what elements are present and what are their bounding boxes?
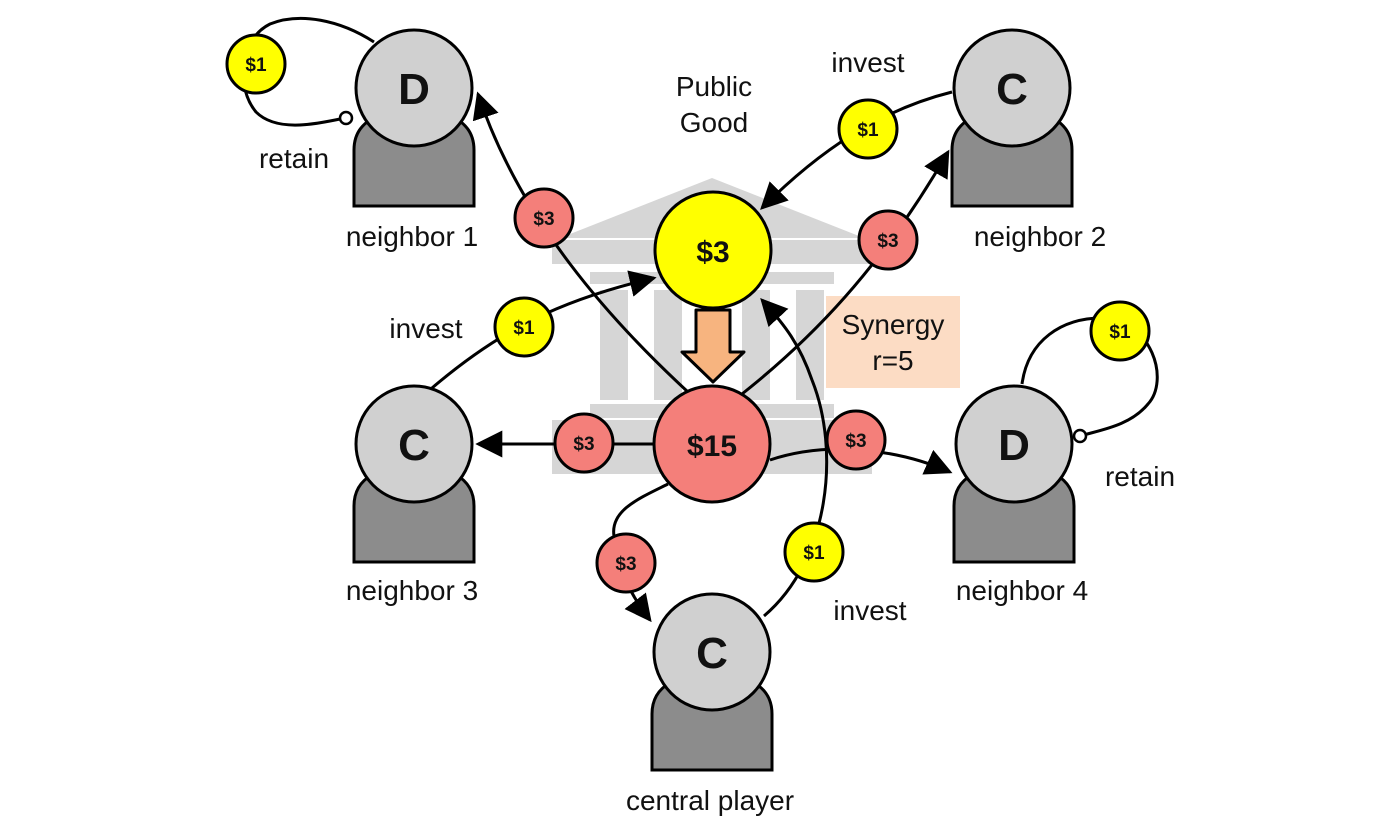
player-neighbor1: D (352, 28, 476, 208)
player-head-icon (652, 592, 772, 712)
public-good-title-line2: Good (680, 107, 749, 138)
payout-coin: $15 (652, 384, 772, 504)
invest-label-central: invest (833, 595, 906, 626)
synergy-label: Synergy (842, 309, 945, 340)
svg-text:$1: $1 (803, 543, 825, 564)
svg-text:$3: $3 (845, 431, 866, 452)
player-strategy: D (998, 421, 1030, 470)
player-strategy: C (696, 629, 728, 678)
player-head-icon (954, 384, 1074, 504)
retain-end-neighbor4-icon (1072, 428, 1088, 444)
svg-text:$1: $1 (1109, 322, 1131, 343)
synergy-factor: r=5 (872, 345, 913, 376)
svg-text:$3: $3 (615, 554, 636, 575)
player-central: C (650, 592, 774, 772)
player-head-icon (354, 28, 474, 148)
central-player-label: central player (626, 785, 794, 816)
svg-text:$3: $3 (573, 434, 594, 455)
player-strategy: C (996, 65, 1028, 114)
multiply-down-arrow-icon (680, 308, 746, 384)
player-neighbor2: C (950, 28, 1074, 208)
player-head-icon (952, 28, 1072, 148)
neighbor1-label: neighbor 1 (346, 221, 478, 252)
invest-label-neighbor3: invest (389, 313, 462, 344)
share-coin-neighbor4: $3 (825, 409, 887, 471)
player-strategy: D (398, 65, 430, 114)
player-head-icon (354, 384, 474, 504)
share-coin-neighbor2: $3 (857, 209, 919, 271)
investment-coin-neighbor4-retain: $1 (1089, 300, 1151, 362)
investment-coin-neighbor1-retain: $1 (225, 33, 287, 95)
svg-text:$1: $1 (857, 120, 879, 141)
player-strategy: C (398, 421, 430, 470)
investment-coin-neighbor3: $1 (493, 296, 555, 358)
invest-label-neighbor2: invest (831, 47, 904, 78)
share-coin-neighbor1: $3 (513, 187, 575, 249)
retain-end-neighbor1-icon (338, 110, 354, 126)
share-arrow-neighbor1 (472, 91, 690, 394)
svg-text:$3: $3 (533, 209, 554, 230)
synergy-box: Synergy r=5 (826, 296, 960, 388)
player-neighbor4: D (952, 384, 1076, 564)
retain-label-neighbor4: retain (1105, 461, 1175, 492)
public-pool-coin: $3 (653, 190, 773, 310)
neighbor3-label: neighbor 3 (346, 575, 478, 606)
share-arrow-neighbor2 (741, 149, 950, 396)
player-neighbor3: C (352, 384, 476, 564)
investment-coin-neighbor2: $1 (837, 98, 899, 160)
svg-text:$3: $3 (877, 231, 898, 252)
investment-coin-central: $1 (783, 521, 845, 583)
share-coin-central: $3 (595, 532, 657, 594)
svg-text:$1: $1 (245, 55, 267, 76)
neighbor2-label: neighbor 2 (974, 221, 1106, 252)
share-coin-neighbor3: $3 (553, 412, 615, 474)
neighbor4-label: neighbor 4 (956, 575, 1088, 606)
svg-text:$1: $1 (513, 318, 535, 339)
public-good-title-line1: Public (676, 71, 752, 102)
retain-label-neighbor1: retain (259, 143, 329, 174)
public-pool-value: $3 (696, 236, 729, 269)
payout-value: $15 (687, 430, 737, 463)
